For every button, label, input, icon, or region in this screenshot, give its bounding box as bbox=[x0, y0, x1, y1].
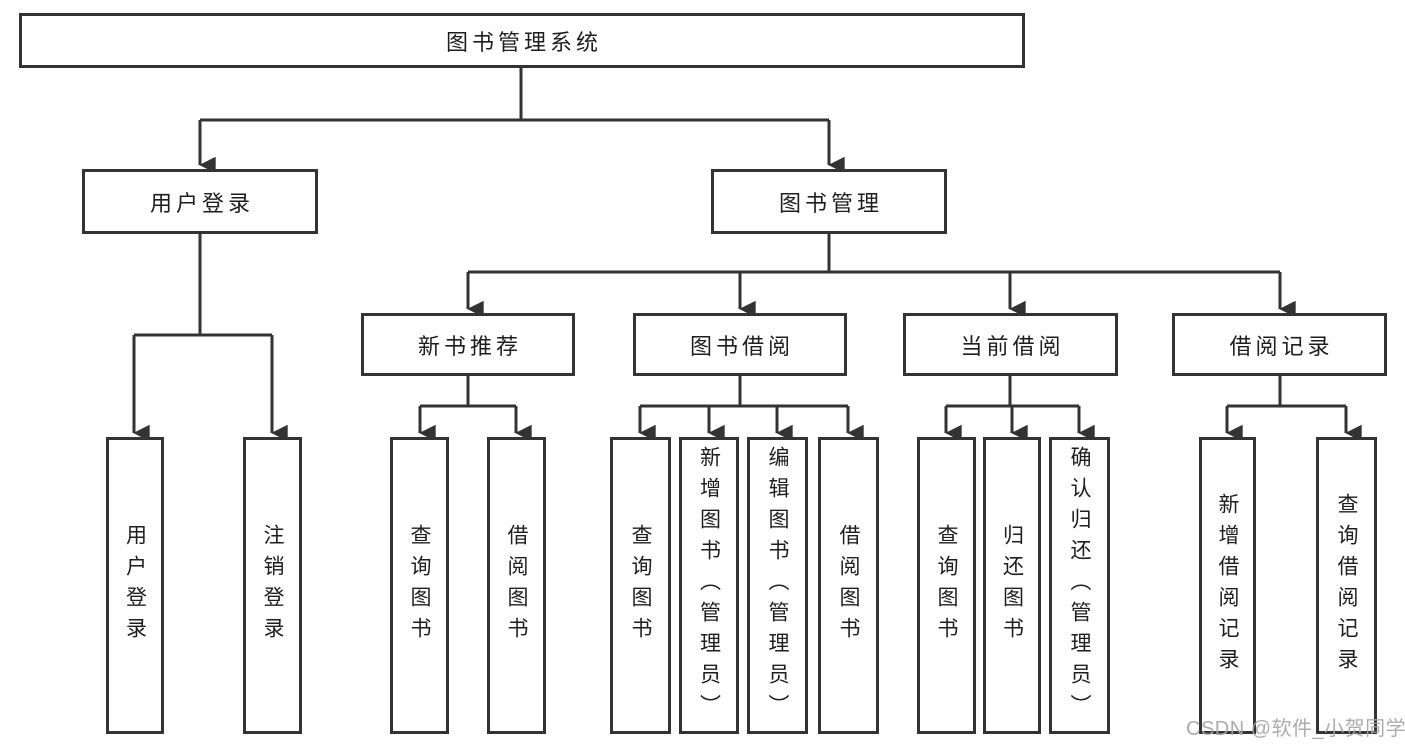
node-new-book-recommend-label: 新书推荐 bbox=[417, 333, 522, 359]
leaf-user-login-label: 用户登录 bbox=[123, 523, 147, 648]
node-new-book-recommend: 新书推荐 bbox=[361, 313, 575, 376]
connector-root-to-level2 bbox=[198, 68, 845, 174]
leaf-records-query-record-label: 查询借阅记录 bbox=[1335, 492, 1358, 679]
leaf-borrow-query-books: 查询图书 bbox=[610, 437, 671, 734]
csdn-watermark: CSDN @软件_小贺同学 bbox=[1186, 718, 1405, 740]
connector-new-book-children bbox=[418, 376, 532, 442]
leaf-borrow-borrow-books-label: 借阅图书 bbox=[837, 523, 860, 648]
connector-user-login-children bbox=[132, 234, 288, 442]
node-book-management-label: 图书管理 bbox=[778, 190, 883, 216]
node-borrow-records: 借阅记录 bbox=[1172, 313, 1387, 376]
node-root-label: 图书管理系统 bbox=[445, 29, 602, 55]
node-user-login-label: 用户登录 bbox=[149, 190, 254, 216]
leaf-current-confirm-return-admin: 确认归还（管理员） bbox=[1049, 437, 1110, 734]
leaf-borrow-query-books-label: 查询图书 bbox=[629, 523, 652, 648]
node-user-login: 用户登录 bbox=[82, 169, 318, 234]
leaf-records-add-record: 新增借阅记录 bbox=[1199, 437, 1256, 734]
leaf-records-add-record-label: 新增借阅记录 bbox=[1216, 492, 1239, 679]
leaf-current-return-books-label: 归还图书 bbox=[1000, 523, 1024, 648]
node-book-borrow: 图书借阅 bbox=[633, 313, 847, 376]
node-book-borrow-label: 图书借阅 bbox=[689, 333, 794, 359]
node-book-management: 图书管理 bbox=[711, 169, 947, 234]
node-root: 图书管理系统 bbox=[19, 13, 1025, 68]
leaf-borrow-borrow-books: 借阅图书 bbox=[818, 437, 879, 734]
leaf-current-return-books: 归还图书 bbox=[983, 437, 1041, 734]
leaf-current-query-books: 查询图书 bbox=[917, 437, 976, 734]
connector-book-borrow-children bbox=[638, 376, 864, 442]
leaf-logout-label: 注销登录 bbox=[261, 523, 284, 648]
connector-book-management-children bbox=[466, 234, 1296, 318]
node-borrow-records-label: 借阅记录 bbox=[1229, 333, 1334, 359]
leaf-borrow-edit-books-admin-label: 编辑图书（管理员） bbox=[766, 446, 789, 725]
leaf-borrow-edit-books-admin: 编辑图书（管理员） bbox=[747, 437, 808, 734]
connector-borrow-records-children bbox=[1225, 376, 1362, 442]
connector-current-borrow-children bbox=[944, 376, 1095, 442]
leaf-newbook-borrow-books-label: 借阅图书 bbox=[505, 523, 528, 648]
leaf-records-query-record: 查询借阅记录 bbox=[1316, 437, 1377, 734]
node-current-borrow-label: 当前借阅 bbox=[960, 333, 1065, 359]
leaf-user-login: 用户登录 bbox=[106, 437, 164, 734]
leaf-current-query-books-label: 查询图书 bbox=[935, 523, 958, 648]
node-current-borrow: 当前借阅 bbox=[903, 313, 1118, 376]
leaf-logout: 注销登录 bbox=[243, 437, 302, 734]
leaf-newbook-query-books-label: 查询图书 bbox=[408, 523, 431, 648]
leaf-current-confirm-return-admin-label: 确认归还（管理员） bbox=[1068, 446, 1091, 725]
leaf-newbook-query-books: 查询图书 bbox=[390, 437, 449, 734]
leaf-newbook-borrow-books: 借阅图书 bbox=[487, 437, 546, 734]
leaf-borrow-add-books-admin: 新增图书（管理员） bbox=[679, 437, 739, 734]
leaf-borrow-add-books-admin-label: 新增图书（管理员） bbox=[697, 446, 721, 725]
